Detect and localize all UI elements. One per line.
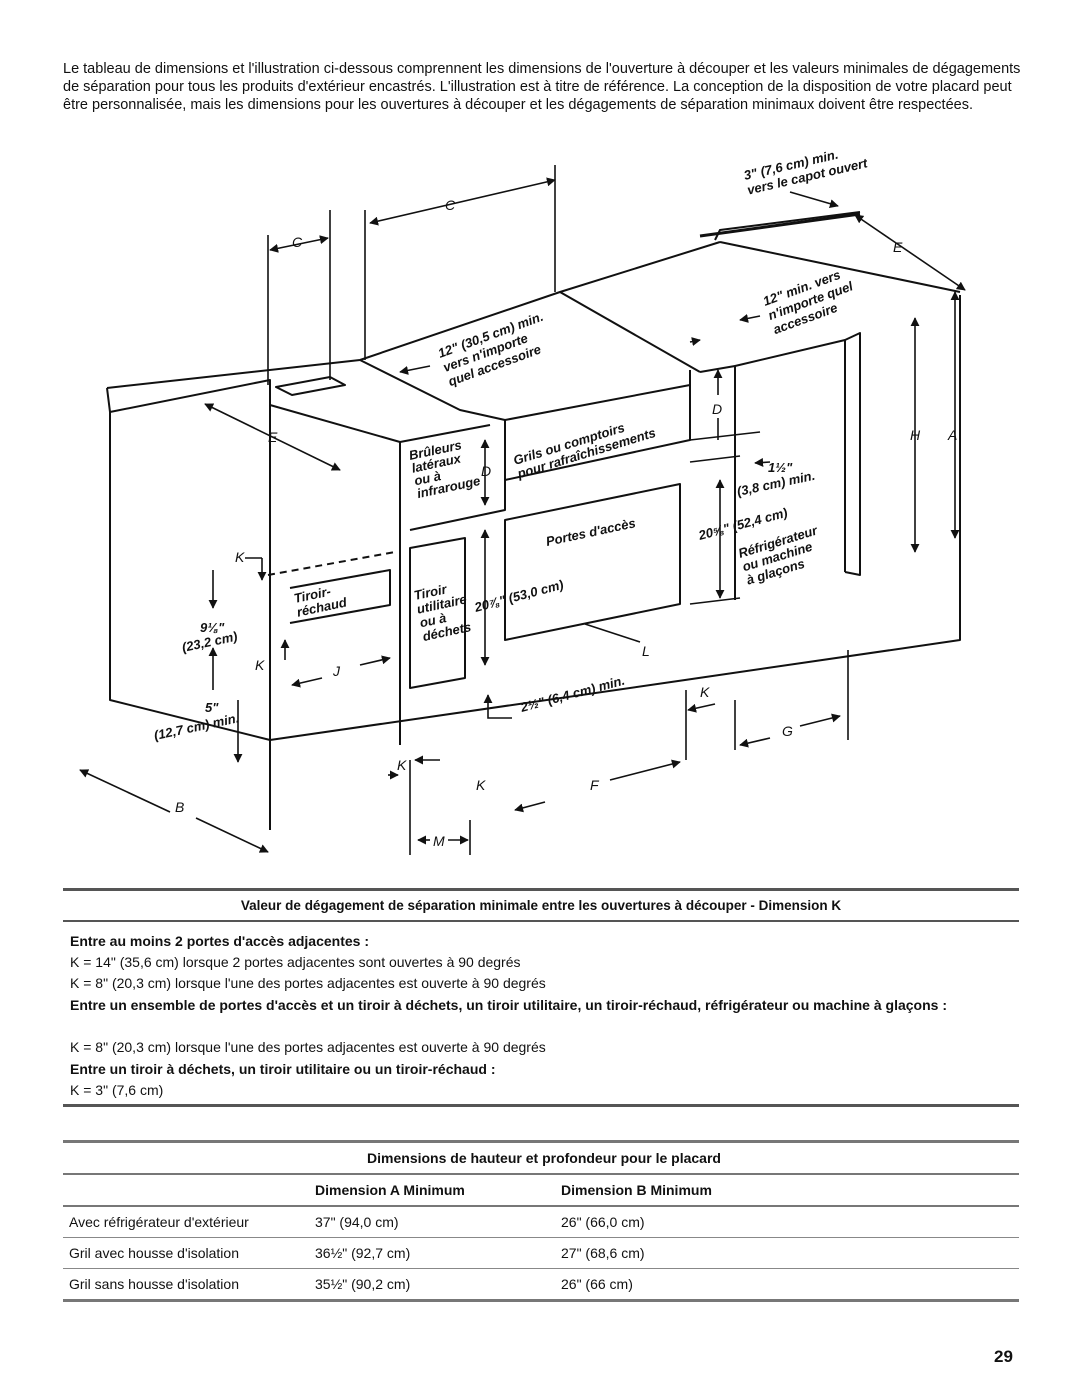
dim-letter-f: F bbox=[590, 777, 600, 793]
section-rule bbox=[63, 1104, 1019, 1107]
section-k-line: K = 3" (7,6 cm) bbox=[70, 1082, 164, 1098]
row-dimension-a: 37" (94,0 cm) bbox=[309, 1206, 555, 1238]
dim-label: 9⅛" bbox=[200, 620, 225, 635]
dim-letter-k: K bbox=[700, 684, 710, 700]
dim-letter-e: E bbox=[893, 239, 903, 255]
row-dimension-a: 36½" (92,7 cm) bbox=[309, 1237, 555, 1269]
table-header-a: Dimension A Minimum bbox=[309, 1174, 555, 1207]
table-title: Dimensions de hauteur et profondeur pour… bbox=[63, 1140, 1019, 1175]
burners-label: ou à bbox=[413, 468, 442, 488]
diagram-labels: 3" (7,6 cm) min. vers le capot ouvert 12… bbox=[153, 147, 870, 743]
table-row: Gril avec housse d'isolation 36½" (92,7 … bbox=[63, 1237, 1019, 1269]
dim-letter-h: H bbox=[910, 427, 921, 443]
dim-letter-c: C bbox=[292, 234, 303, 250]
cabinet-dimensions-table: Dimensions de hauteur et profondeur pour… bbox=[63, 1140, 1019, 1302]
row-label: Gril sans housse d'isolation bbox=[63, 1268, 309, 1302]
cabinet-diagram: C C E E D D H A K K K K K J L G F M B 3"… bbox=[79, 147, 966, 855]
utility-drawer-label: Tiroir bbox=[413, 581, 449, 603]
dim-letter-k: K bbox=[397, 757, 407, 773]
row-dimension-a: 35½" (90,2 cm) bbox=[309, 1268, 555, 1302]
table-header-b: Dimension B Minimum bbox=[555, 1174, 1019, 1207]
section-k-heading: Entre un ensemble de portes d'accès et u… bbox=[70, 997, 947, 1013]
dim-letter-a: A bbox=[947, 427, 957, 443]
dim-letter-c: C bbox=[445, 197, 456, 213]
table-header-blank bbox=[63, 1174, 309, 1207]
section-k-line: K = 8" (20,3 cm) lorsque l'une des porte… bbox=[70, 1039, 546, 1055]
dim-label: (12,7 cm) min. bbox=[153, 710, 241, 743]
dim-label: 1½" bbox=[768, 460, 793, 475]
section-rule bbox=[63, 888, 1019, 891]
dim-letter-d: D bbox=[712, 401, 722, 417]
section-k-line: K = 14" (35,6 cm) lorsque 2 portes adjac… bbox=[70, 954, 521, 970]
dim-letter-d: D bbox=[481, 463, 491, 479]
section-k-heading: Entre un tiroir à déchets, un tiroir uti… bbox=[70, 1061, 496, 1077]
dimension-lines bbox=[79, 165, 966, 855]
section-k-heading: Entre au moins 2 portes d'accès adjacent… bbox=[70, 933, 369, 949]
row-dimension-b: 26" (66 cm) bbox=[555, 1268, 1019, 1302]
section-k-title: Valeur de dégagement de séparation minim… bbox=[240, 898, 842, 913]
row-dimension-b: 26" (66,0 cm) bbox=[555, 1206, 1019, 1238]
dimension-letters: C C E E D D H A K K K K K J L G F M B bbox=[175, 197, 957, 849]
dim-letter-k: K bbox=[255, 657, 265, 673]
dim-letter-k: K bbox=[476, 777, 486, 793]
dim-label: 5" bbox=[205, 700, 219, 715]
access-doors-label: Portes d'accès bbox=[545, 515, 637, 549]
section-k-line: K = 8" (20,3 cm) lorsque l'une des porte… bbox=[70, 975, 546, 991]
utility-drawer-label: ou à bbox=[418, 610, 447, 630]
section-rule bbox=[63, 920, 1019, 922]
intro-paragraph: Le tableau de dimensions et l'illustrati… bbox=[63, 61, 1021, 113]
dim-letter-g: G bbox=[782, 723, 793, 739]
table-row: Gril sans housse d'isolation 35½" (90,2 … bbox=[63, 1268, 1019, 1302]
dim-letter-l: L bbox=[642, 643, 650, 659]
row-label: Gril avec housse d'isolation bbox=[63, 1237, 309, 1269]
dim-label: 20⅞" (53,0 cm) bbox=[472, 577, 565, 615]
dim-letter-j: J bbox=[332, 663, 341, 679]
dim-letter-e: E bbox=[268, 429, 278, 445]
dim-letter-b: B bbox=[175, 799, 184, 815]
table-row: Avec réfrigérateur d'extérieur 37" (94,0… bbox=[63, 1206, 1019, 1238]
dim-letter-m: M bbox=[433, 833, 445, 849]
dim-label: 2½" (6,4 cm) min. bbox=[518, 673, 627, 716]
page-number: 29 bbox=[994, 1347, 1013, 1366]
row-label: Avec réfrigérateur d'extérieur bbox=[63, 1206, 309, 1238]
dim-letter-k: K bbox=[235, 549, 245, 565]
row-dimension-b: 27" (68,6 cm) bbox=[555, 1237, 1019, 1269]
